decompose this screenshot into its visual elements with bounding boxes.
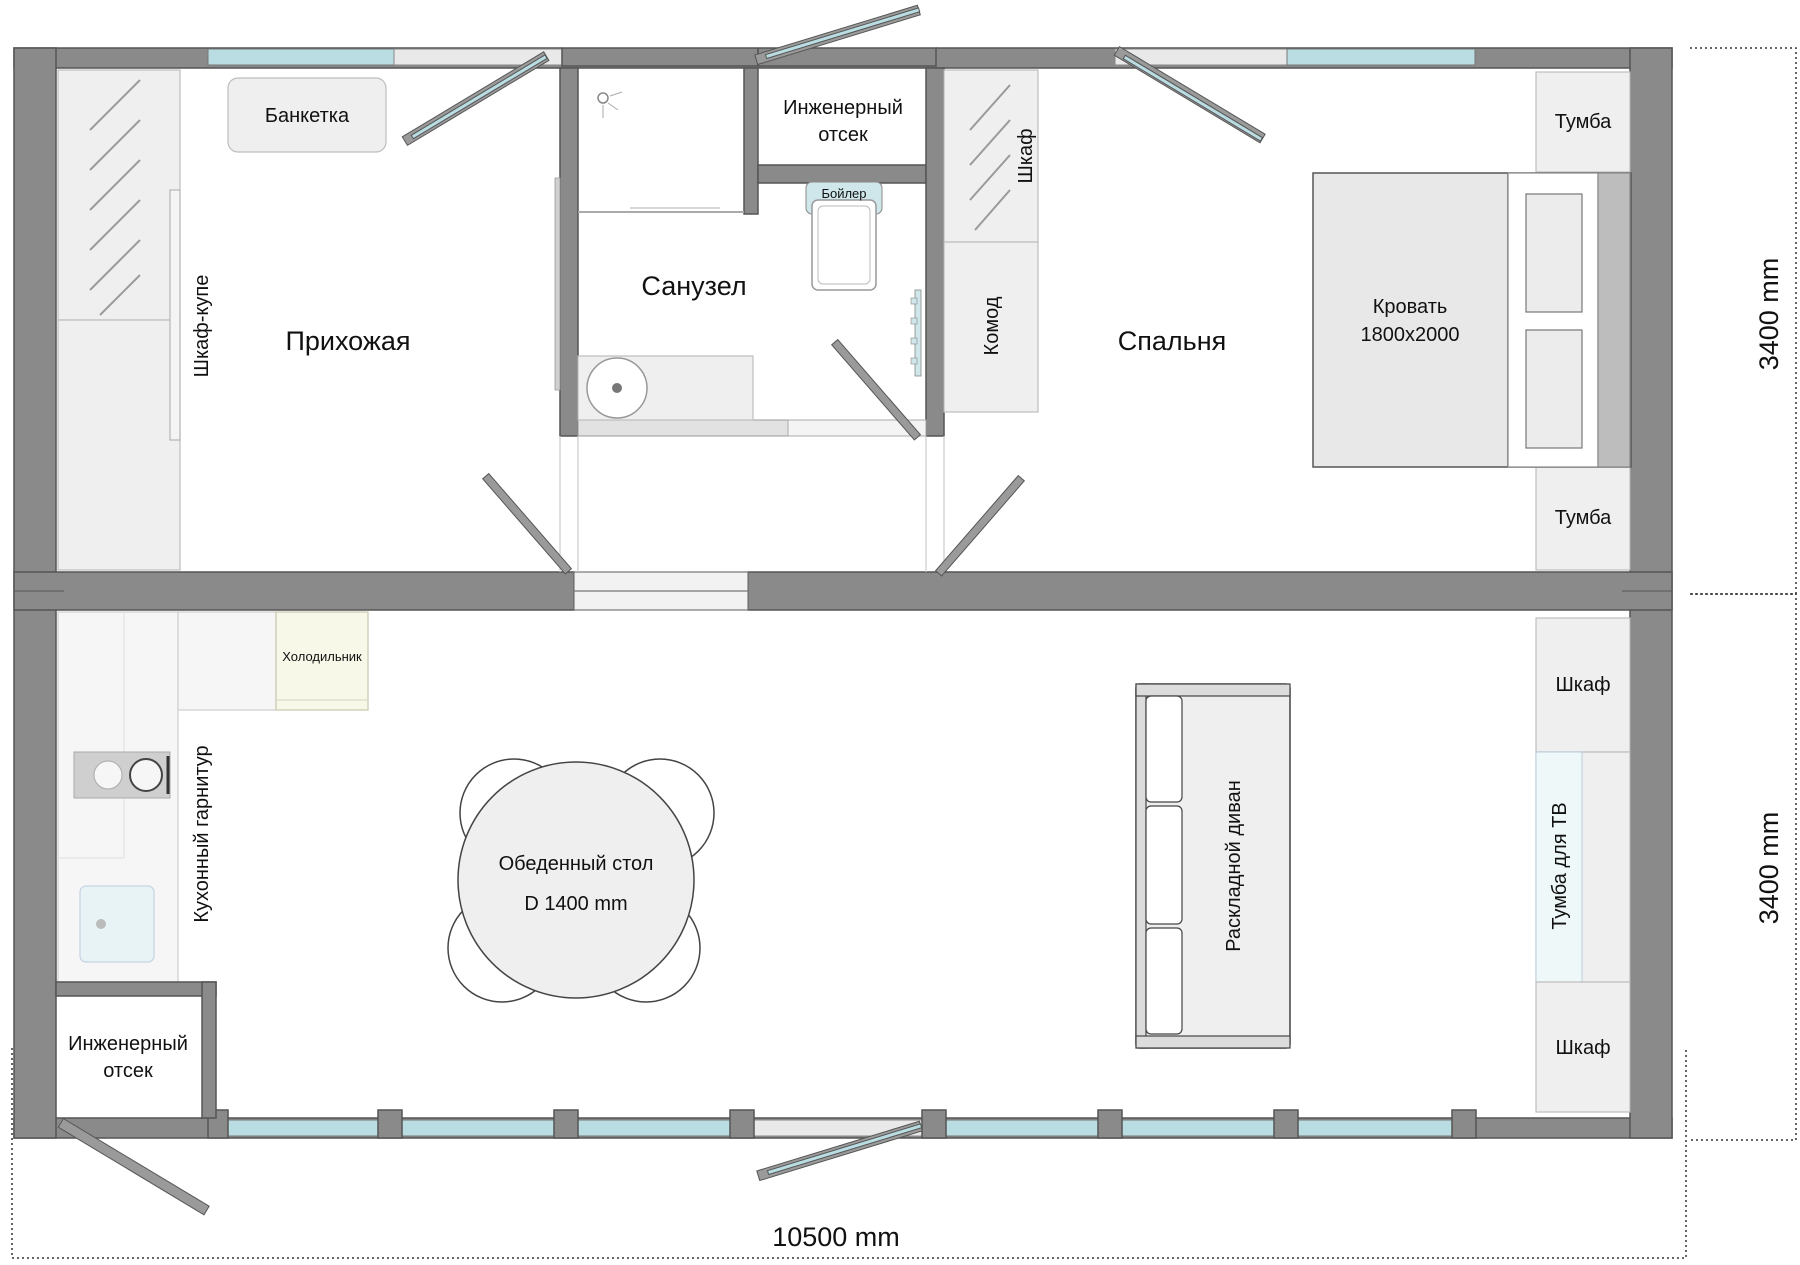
cabinet-bottom: [1535, 981, 1631, 1113]
table-label-1: Обеденный стол: [499, 853, 654, 875]
dimension-height-bottom: 3400 mm: [1754, 812, 1784, 925]
bedroom-door: [934, 474, 1026, 577]
cabinet-top-label: Шкаф: [1555, 674, 1610, 696]
boiler: [805, 181, 883, 291]
bed-label-2: 1800x2000: [1361, 324, 1460, 346]
towel-rail: [910, 289, 922, 377]
wardrobe-coupe-label: Шкаф-купе: [191, 275, 213, 378]
bench-label: Банкетка: [265, 105, 350, 127]
wardrobe-coupe: [57, 69, 181, 571]
closet-small-label: Шкаф: [1015, 128, 1037, 183]
bed: [1312, 172, 1632, 468]
bed-label-1: Кровать: [1373, 296, 1448, 318]
engineering-bottom-label-1: Инженерный: [68, 1033, 188, 1055]
room-bathroom-label: Санузел: [641, 271, 746, 301]
engineering-bottom: [55, 981, 217, 1119]
dresser-label: Комод: [981, 296, 1003, 355]
bathroom-door: [830, 338, 922, 441]
dimension-lines: [11, 47, 1797, 1259]
engineering-door: [57, 1117, 210, 1216]
bench: [227, 77, 387, 153]
engineering-top-label-2: отсек: [818, 124, 868, 146]
nightstand-bottom-label: Тумба: [1555, 507, 1612, 529]
nightstand-top-label: Тумба: [1555, 111, 1612, 133]
doors: [57, 4, 1266, 1216]
cabinet-top: [1535, 617, 1631, 753]
middle-wall: [13, 571, 1673, 611]
bottom-windows: [207, 1109, 1477, 1139]
cabinet-bottom-label: Шкаф: [1555, 1037, 1610, 1059]
dresser: [943, 241, 1039, 413]
kitchen-set-label: Кухонный гарнитур: [191, 745, 213, 922]
nightstand-top: [1535, 71, 1631, 173]
labels: Прихожая Санузел Спальня Банкетка Шкаф-к…: [68, 97, 1784, 1252]
fridge: [275, 611, 369, 711]
shower: [578, 91, 744, 213]
dining-table: [447, 758, 715, 1003]
kitchen-set: [57, 611, 277, 983]
dimension-height-top: 3400 mm: [1754, 258, 1784, 371]
sofa-label: Раскладной диван: [1223, 780, 1245, 952]
tv-stand-label: Тумба для ТВ: [1549, 802, 1571, 929]
fridge-label: Холодильник: [282, 649, 362, 664]
tv-stand: [1535, 751, 1631, 983]
sofa-bed: [1135, 683, 1291, 1049]
boiler-label: Бойлер: [821, 186, 866, 201]
hallway-door: [481, 472, 573, 575]
table-label-2: D 1400 mm: [524, 893, 627, 915]
nightstand-bottom: [1535, 465, 1631, 571]
sink-counter: [577, 355, 754, 421]
closet-small: [943, 69, 1039, 243]
top-windows: [207, 46, 1476, 67]
engineering-bottom-label-2: отсек: [103, 1060, 153, 1082]
room-hallway-label: Прихожая: [285, 326, 410, 356]
engineering-top-label-1: Инженерный: [783, 97, 903, 119]
dimension-width: 10500 mm: [772, 1222, 900, 1252]
interior-walls: [554, 67, 945, 572]
room-bedroom-label: Спальня: [1118, 326, 1227, 356]
